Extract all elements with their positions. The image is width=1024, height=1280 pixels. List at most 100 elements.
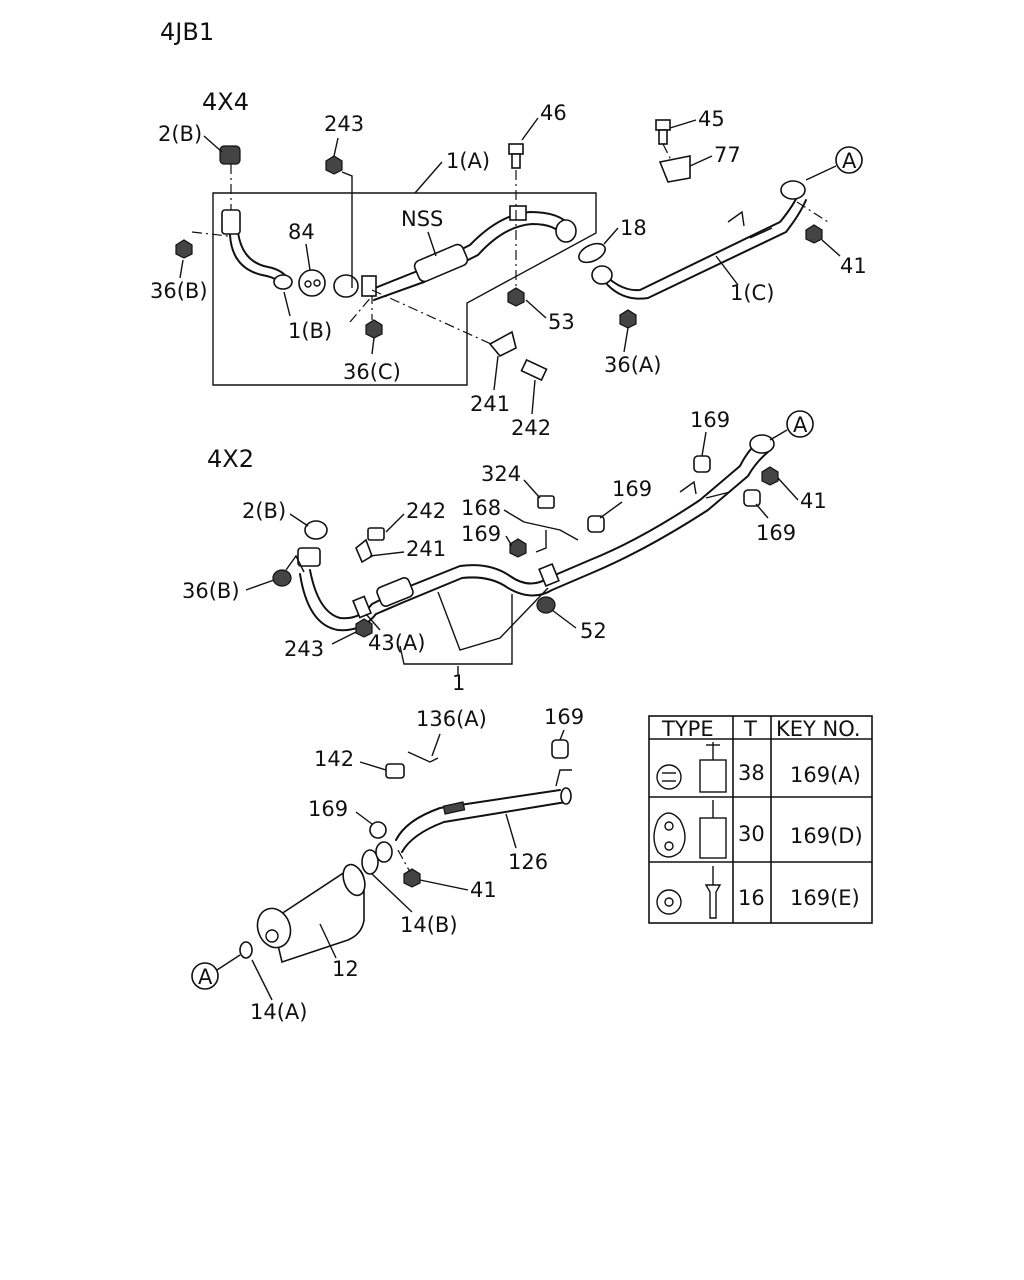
tail-pipe-end bbox=[560, 787, 572, 805]
label-242-top: 242 bbox=[511, 416, 551, 440]
muffler-12-outlet bbox=[342, 863, 366, 897]
label-nss: NSS bbox=[401, 207, 443, 231]
bolt-243-top bbox=[325, 155, 343, 175]
rubber-169-a bbox=[693, 455, 711, 473]
nut-169-b bbox=[509, 538, 527, 558]
label-169-a: 169 bbox=[690, 408, 730, 432]
nut-2b-top bbox=[219, 145, 241, 165]
label-36a: 36(A) bbox=[604, 353, 661, 377]
table-row3-t: 16 bbox=[738, 886, 765, 910]
nut-36a bbox=[619, 309, 637, 329]
pipe-1c-end bbox=[780, 180, 806, 200]
label-77: 77 bbox=[714, 143, 741, 167]
table-header-type: TYPE bbox=[661, 717, 714, 741]
type-e-side-icon bbox=[704, 884, 722, 919]
pipe-4x2-front-flange bbox=[297, 547, 321, 567]
table-row3-key: 169(E) bbox=[790, 886, 860, 910]
pipe-4x2-lower bbox=[299, 451, 769, 632]
gasket-84 bbox=[298, 269, 326, 297]
table-header-t: T bbox=[743, 717, 757, 741]
label-52: 52 bbox=[580, 619, 607, 643]
flange-126 bbox=[375, 841, 393, 863]
table-row2-t: 30 bbox=[738, 822, 765, 846]
label-84: 84 bbox=[288, 220, 315, 244]
nut-53 bbox=[507, 287, 525, 307]
pipe-1c-flange bbox=[591, 265, 613, 285]
assembly-1-bracket bbox=[437, 587, 549, 651]
bracket-241-top bbox=[488, 330, 517, 357]
marker-a-top-label: A bbox=[842, 149, 857, 173]
assembly-4x4 bbox=[175, 119, 863, 386]
gasket-18 bbox=[578, 242, 606, 264]
nut-52 bbox=[536, 596, 556, 614]
label-242-mid: 242 bbox=[406, 499, 446, 523]
tail-pipe-126-upper bbox=[395, 789, 561, 841]
rubber-169-f bbox=[369, 821, 387, 839]
nut-41-bot bbox=[403, 868, 421, 888]
label-243-top: 243 bbox=[324, 112, 364, 136]
label-2b-top: 2(B) bbox=[158, 122, 202, 146]
type-e-front-icon bbox=[656, 889, 682, 915]
rubber-169-e bbox=[551, 739, 569, 759]
label-2b-mid: 2(B) bbox=[242, 499, 286, 523]
label-14a: 14(A) bbox=[250, 1000, 307, 1024]
gasket-14b bbox=[361, 849, 379, 875]
pipe-4x2-end bbox=[749, 434, 775, 454]
engine-title: 4JB1 bbox=[160, 18, 214, 46]
label-46: 46 bbox=[540, 101, 567, 125]
pipe-flange-top bbox=[221, 209, 241, 235]
leaders-4x4 bbox=[179, 117, 841, 415]
assembly-rear bbox=[191, 739, 572, 990]
type-d-side-icon bbox=[699, 817, 727, 859]
label-169-e: 169 bbox=[544, 705, 584, 729]
label-36b-mid: 36(B) bbox=[182, 579, 240, 603]
rubber-169-d bbox=[743, 489, 761, 507]
clamp-43a bbox=[352, 595, 372, 619]
section-4x4-heading: 4X4 bbox=[202, 88, 249, 116]
key-table: TYPE T KEY NO. 38 169(A) 30 169(D) 16 16… bbox=[648, 715, 873, 924]
label-169-f: 169 bbox=[308, 797, 348, 821]
nut-36b-mid bbox=[272, 569, 292, 587]
label-169-b: 169 bbox=[461, 522, 501, 546]
bolt-45-shank bbox=[658, 129, 668, 145]
bolt-45-head bbox=[655, 119, 671, 131]
nut-41-mid bbox=[761, 466, 779, 486]
label-169-c: 169 bbox=[612, 477, 652, 501]
table-row1-key: 169(A) bbox=[790, 763, 861, 787]
hanger-clamp-1a bbox=[509, 205, 527, 221]
gasket-14a bbox=[239, 941, 253, 959]
table-row1-t: 38 bbox=[738, 761, 765, 785]
label-41-top: 41 bbox=[840, 254, 867, 278]
label-1a: 1(A) bbox=[446, 149, 490, 173]
leaders-4x2 bbox=[245, 431, 799, 676]
label-1c: 1(C) bbox=[730, 281, 774, 305]
assembly-4x2 bbox=[272, 410, 814, 651]
bolt-324 bbox=[537, 495, 555, 509]
marker-a-mid bbox=[786, 410, 814, 438]
type-d-front-icon bbox=[653, 812, 686, 858]
label-43a: 43(A) bbox=[368, 631, 425, 655]
tail-pipe-126-lower bbox=[401, 801, 567, 853]
muffler-nss bbox=[413, 243, 469, 283]
label-169-d: 169 bbox=[756, 521, 796, 545]
label-36c: 36(C) bbox=[343, 360, 401, 384]
label-241-mid: 241 bbox=[406, 537, 446, 561]
table-header-key-no: KEY NO. bbox=[776, 717, 861, 741]
label-1b: 1(B) bbox=[288, 319, 332, 343]
label-36b-top: 36(B) bbox=[150, 279, 208, 303]
label-53: 53 bbox=[548, 310, 575, 334]
rubber-169-c bbox=[587, 515, 605, 533]
marker-a-mid-label: A bbox=[793, 413, 808, 437]
label-243-mid: 243 bbox=[284, 637, 324, 661]
label-45: 45 bbox=[698, 107, 725, 131]
clamp-243 bbox=[361, 275, 377, 297]
leaders-rear bbox=[251, 729, 565, 1001]
section-4x2-heading: 4X2 bbox=[207, 445, 254, 473]
pipe-1a-lower bbox=[373, 223, 563, 301]
type-a-side-icon bbox=[699, 759, 727, 793]
label-136a: 136(A) bbox=[416, 707, 487, 731]
nut-36c bbox=[365, 319, 383, 339]
bracket-168 bbox=[523, 521, 579, 553]
key-table-border bbox=[648, 715, 873, 924]
